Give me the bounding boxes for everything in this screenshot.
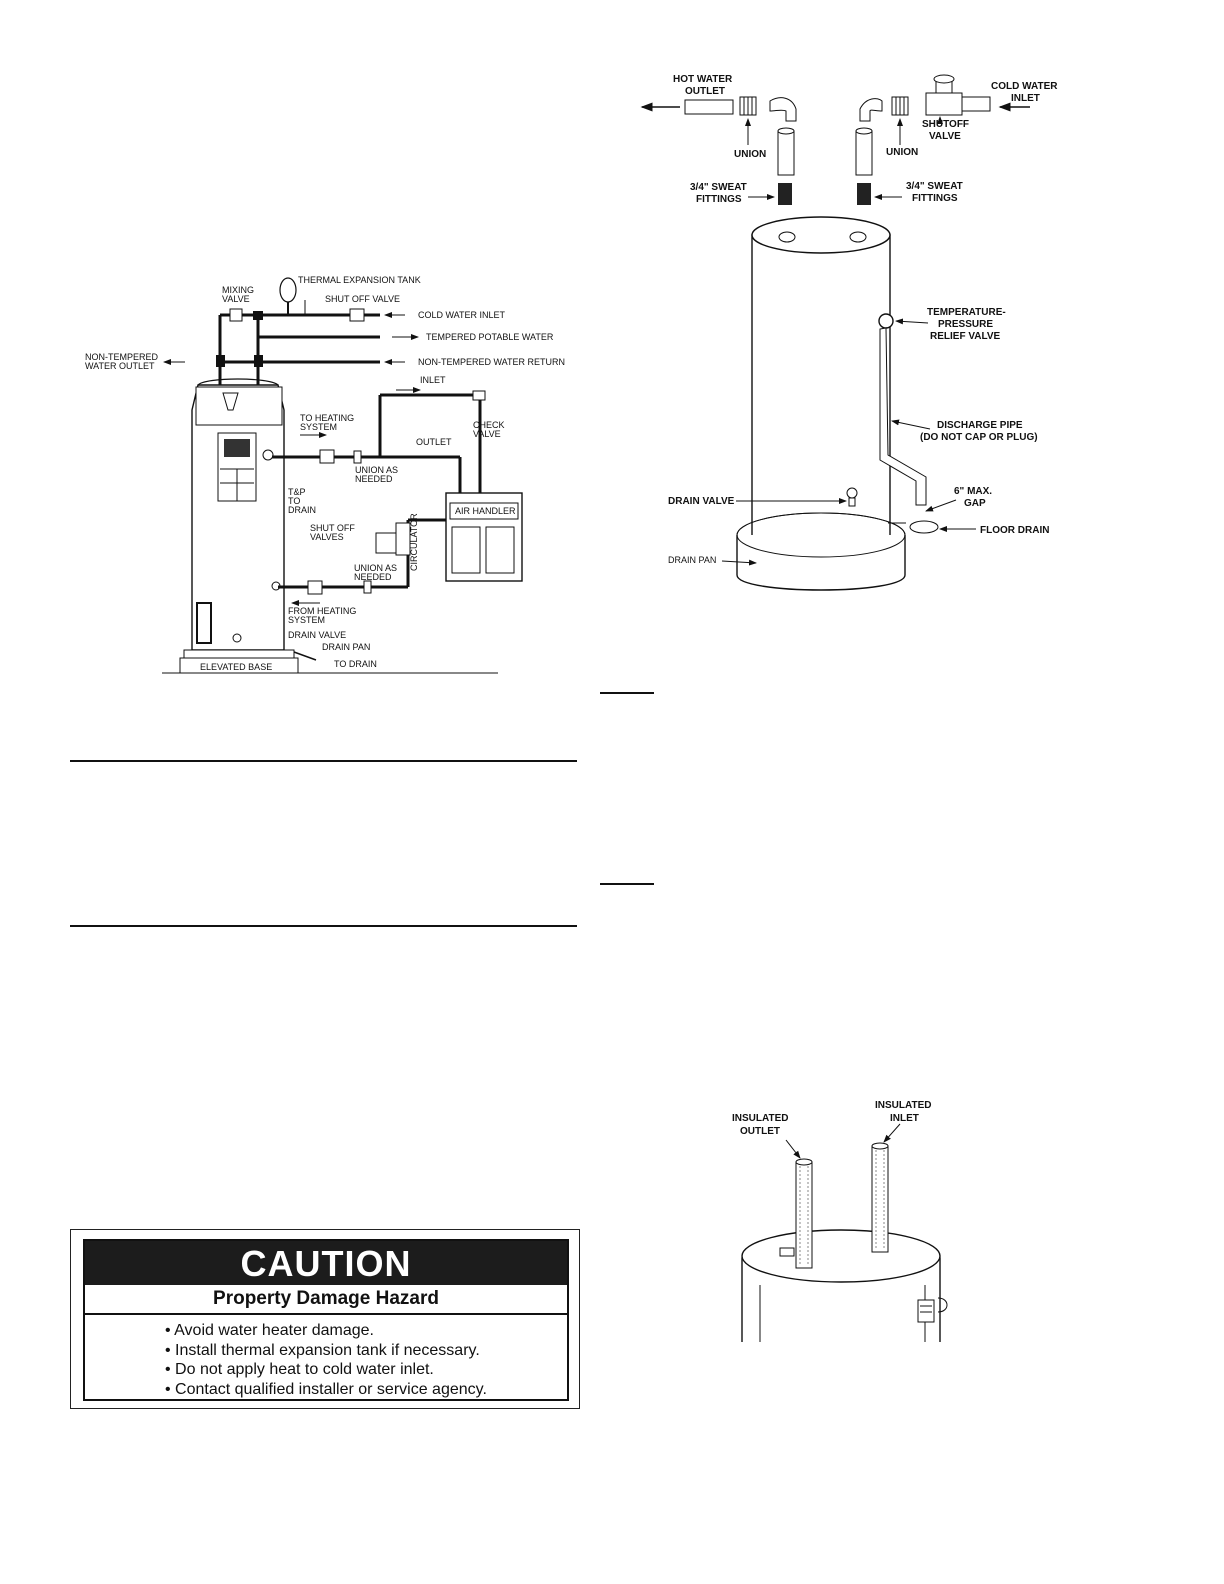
label-non-tempered-water-outlet: NON-TEMPERED — [85, 352, 159, 362]
label-to-heating-system-2: SYSTEM — [300, 422, 337, 432]
label-insulated-inlet: INSULATED — [875, 1100, 931, 1111]
caution-title: CAUTION — [85, 1241, 567, 1285]
label-discharge-pipe-2: (DO NOT CAP OR PLUG) — [920, 432, 1038, 443]
label-shutoff-valve: SHUTOFF — [922, 119, 969, 130]
label-from-heating-system: FROM HEATING — [288, 606, 356, 616]
label-shutoff-valve-2: VALVE — [929, 131, 961, 142]
label-mixing-valve-2: VALVE — [222, 294, 250, 304]
label-shut-off-valves-2: VALVES — [310, 532, 344, 542]
label-discharge-pipe: DISCHARGE PIPE — [937, 420, 1023, 431]
label-thermal-expansion-tank: THERMAL EXPANSION TANK — [298, 275, 421, 285]
caution-panel: CAUTION Property Damage Hazard Avoid wat… — [83, 1239, 569, 1401]
label-to-heating-system: TO HEATING — [300, 413, 354, 423]
check-valve-icon — [472, 390, 486, 401]
label-drain-pan: DRAIN PAN — [322, 642, 370, 652]
label-tp-to-drain: T&P — [288, 487, 306, 497]
caution-item: Do not apply heat to cold water inlet. — [165, 1360, 567, 1380]
label-non-tempered-water-outlet-2: WATER OUTLET — [85, 361, 155, 371]
label-union-as-needed-top-2: NEEDED — [355, 474, 393, 484]
mixing-valve-icon — [229, 308, 243, 322]
label-air-handler: AIR HANDLER — [455, 506, 516, 516]
label-cold-water-inlet-2: INLET — [1011, 93, 1040, 104]
shut-off-valve-bottom-icon — [307, 580, 323, 595]
section-rule-1 — [70, 760, 577, 762]
label-outlet: OUTLET — [416, 437, 452, 447]
label-floor-drain: FLOOR DRAIN — [980, 525, 1049, 536]
drain-valve-icon — [232, 633, 242, 643]
label-union-as-needed-top: UNION AS — [355, 465, 398, 475]
label-circulator: CIRCULATOR — [409, 513, 419, 571]
piping-connection-diagram: HOT WATER OUTLET COLD WATER INLET SHUTOF… — [640, 74, 1058, 591]
label-union-left: UNION — [734, 149, 766, 160]
insulated-outlet-pipe-icon — [795, 1161, 813, 1269]
insulated-pipes-diagram: INSULATED OUTLET INSULATED INLET — [732, 1100, 948, 1342]
shut-off-valve-icon — [349, 308, 365, 322]
floor-drain-icon — [909, 520, 939, 534]
label-union-as-needed-bottom: UNION AS — [354, 563, 397, 573]
insulated-inlet-pipe-icon — [871, 1145, 889, 1253]
drain-valve-icon — [846, 487, 858, 499]
label-tp-to-drain-3: DRAIN — [288, 505, 316, 515]
label-max-gap-2: GAP — [964, 498, 986, 509]
label-insulated-inlet-2: INLET — [890, 1113, 919, 1124]
shut-off-valve-top-icon — [319, 449, 335, 464]
caution-box: CAUTION Property Damage Hazard Avoid wat… — [70, 1229, 580, 1409]
caution-subtitle: Property Damage Hazard — [85, 1285, 567, 1315]
label-tp-relief-valve: TEMPERATURE- — [927, 307, 1006, 318]
label-tp-relief-valve-3: RELIEF VALVE — [930, 331, 1001, 342]
label-sweat-fittings-left: 3/4" SWEAT — [690, 182, 747, 193]
label-check-valve-2: VALVE — [473, 429, 501, 439]
section-rule-3 — [600, 692, 654, 694]
label-drain-pan: DRAIN PAN — [668, 555, 716, 565]
label-from-heating-system-2: SYSTEM — [288, 615, 325, 625]
label-shut-off-valves: SHUT OFF — [310, 523, 355, 533]
label-insulated-outlet: INSULATED — [732, 1113, 788, 1124]
label-mixing-valve: MIXING — [222, 285, 254, 295]
relief-valve-icon — [878, 313, 894, 329]
label-tp-relief-valve-2: PRESSURE — [938, 319, 993, 330]
caution-item: Contact qualified installer or service a… — [165, 1380, 567, 1400]
label-sweat-fittings-right: 3/4" SWEAT — [906, 181, 963, 192]
label-insulated-outlet-2: OUTLET — [740, 1126, 780, 1137]
label-max-gap: 6" MAX. — [954, 486, 992, 497]
label-hot-water-outlet: HOT WATER — [673, 74, 733, 85]
caution-list: Avoid water heater damage. Install therm… — [85, 1315, 567, 1399]
label-cold-water-inlet: COLD WATER INLET — [418, 310, 506, 320]
label-union-right: UNION — [886, 147, 918, 158]
label-cold-water-inlet: COLD WATER — [991, 81, 1058, 92]
label-elevated-base: ELEVATED BASE — [200, 662, 272, 672]
section-rule-4 — [600, 883, 654, 885]
caution-item: Install thermal expansion tank if necess… — [165, 1341, 567, 1361]
label-inlet: INLET — [420, 375, 446, 385]
shutoff-valve-icon — [925, 92, 963, 116]
water-heater-tank-icon — [751, 234, 891, 556]
label-tp-to-drain-2: TO — [288, 496, 300, 506]
label-to-drain: TO DRAIN — [334, 659, 377, 669]
label-sweat-fittings-left-2: FITTINGS — [696, 194, 742, 205]
label-union-as-needed-bottom-2: NEEDED — [354, 572, 392, 582]
label-check-valve: CHECK — [473, 420, 505, 430]
section-rule-2 — [70, 925, 577, 927]
label-non-tempered-water-return: NON-TEMPERED WATER RETURN — [418, 357, 565, 367]
label-drain-valve: DRAIN VALVE — [288, 630, 346, 640]
label-drain-valve: DRAIN VALVE — [668, 496, 735, 507]
caution-item: Avoid water heater damage. — [165, 1321, 567, 1341]
label-hot-water-outlet-2: OUTLET — [685, 86, 725, 97]
label-sweat-fittings-right-2: FITTINGS — [912, 193, 958, 204]
heating-system-diagram: THERMAL EXPANSION TANK MIXING VALVE SHUT… — [85, 275, 565, 674]
thermal-expansion-tank-icon — [279, 277, 297, 303]
label-tempered-potable-water: TEMPERED POTABLE WATER — [426, 332, 554, 342]
label-shut-off-valve: SHUT OFF VALVE — [325, 294, 400, 304]
